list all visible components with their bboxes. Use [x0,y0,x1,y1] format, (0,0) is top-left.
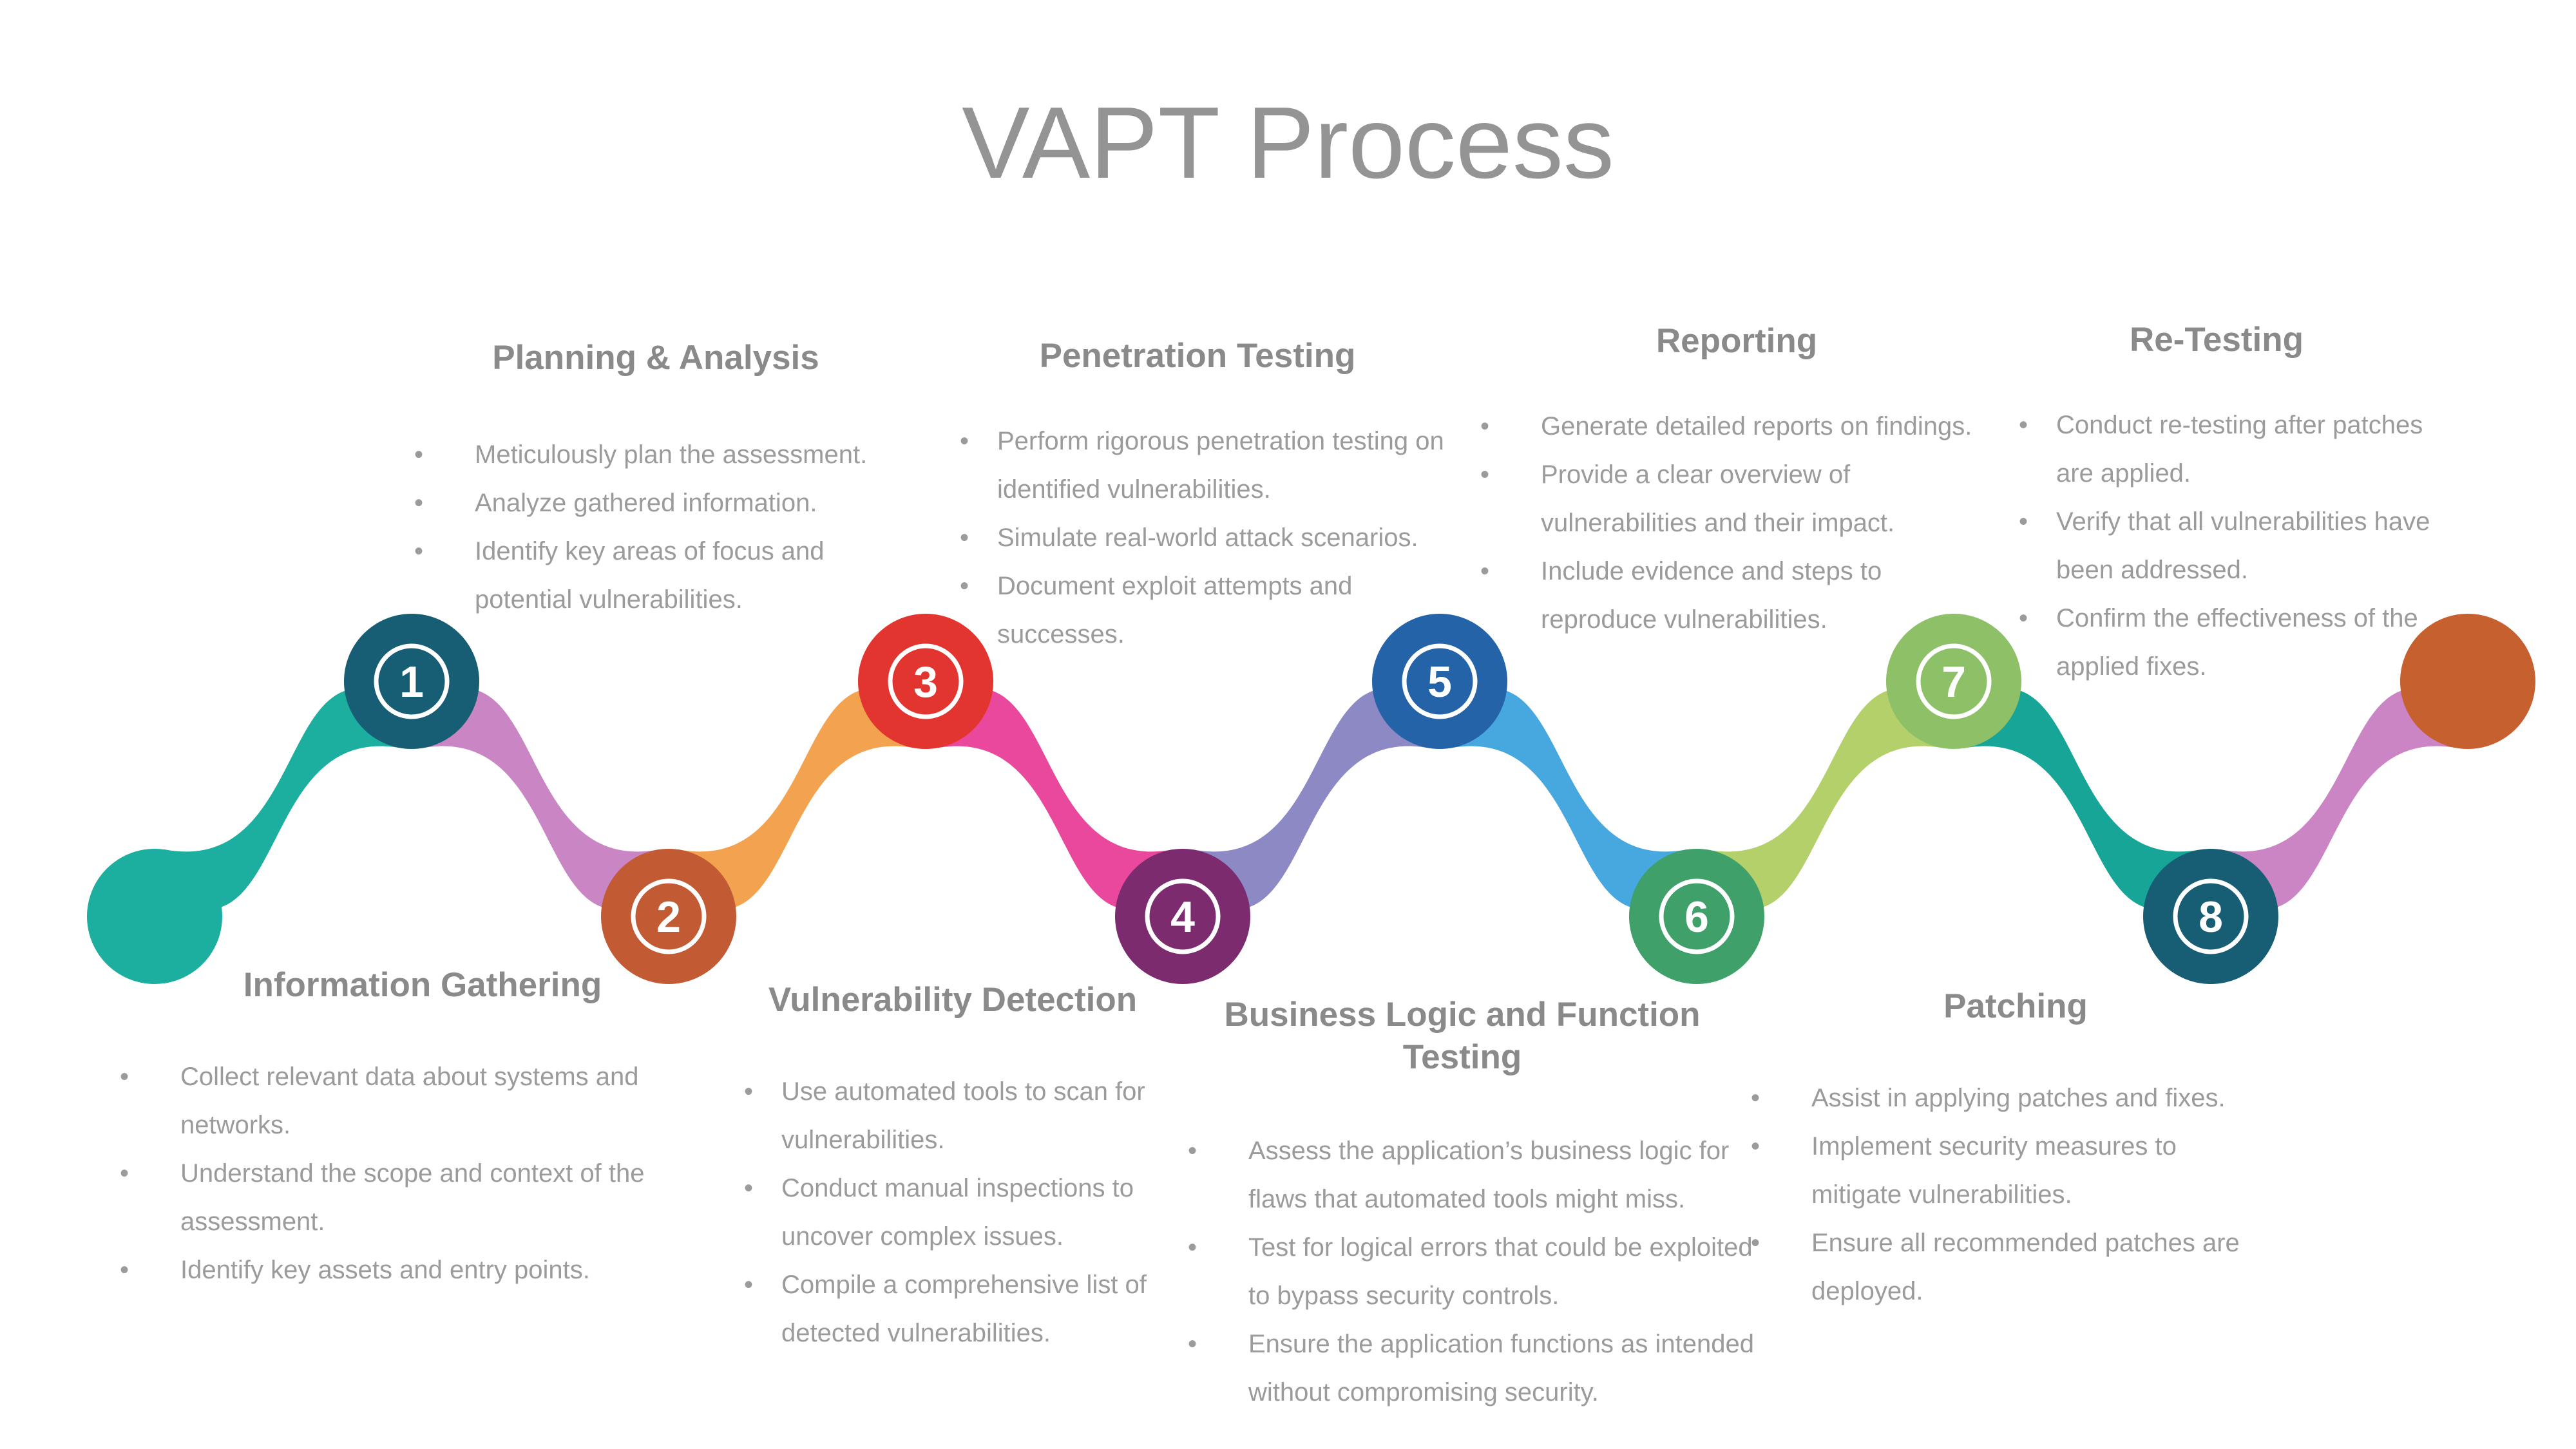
step-circle-7-disc [1886,614,2021,749]
bullet-item: Verify that all vulnerabilities have bee… [2019,498,2436,594]
connector-ribbon-1-2 [421,690,660,907]
bullet-item: Compile a comprehensive list of detected… [744,1261,1194,1358]
bullet-item: Ensure all recommended patches are deplo… [1751,1219,2262,1316]
step-number: 4 [1170,893,1195,942]
bullet-item: Understand the scope and context of the … [120,1150,683,1246]
step-list-penetration-testing: Perform rigorous penetration testing on … [960,417,1461,659]
step-title-vulnerability-detection: Vulnerability Detection [768,981,1138,1019]
step-number: 2 [656,893,681,942]
bullet-item: Simulate real-world attack scenarios. [960,514,1461,562]
bullet-item: Include evidence and steps to reproduce … [1480,547,2005,644]
step-number: 3 [913,658,938,706]
connector-ribbon-8-9 [2220,690,2459,907]
connector-ribbon-6-7 [1706,690,1945,907]
step-list-reporting: Generate detailed reports on findings. P… [1480,402,2005,644]
step-title-business-logic-function-testing: Business Logic and Function Testing [1224,996,1701,1076]
step-title-planning-analysis: Planning & Analysis [492,339,819,377]
bullet-item: Conduct re-testing after patches are app… [2019,401,2436,498]
bullet-item: Provide a clear overview of vulnerabilit… [1480,451,2005,547]
step-number: 5 [1427,658,1452,706]
number-ring-icon [888,643,964,719]
step-circle-2-disc [601,849,736,984]
step-title-reporting: Reporting [1655,322,1818,360]
start-node-disc [87,849,222,984]
page-title: VAPT Process [962,86,1614,200]
bullet-item: Identify key areas of focus and potentia… [414,527,900,624]
step-circle-7: 7 [1886,614,2021,749]
step-circle-4-disc [1115,849,1250,984]
step-title-information-gathering: Information Gathering [243,966,602,1004]
bullet-item: Meticulously plan the assessment. [414,431,900,479]
step-list-planning-analysis: Meticulously plan the assessment. Analyz… [414,431,900,624]
bullet-item: Analyze gathered information. [414,479,900,527]
step-number: 7 [1942,658,1966,706]
step-title-penetration-testing: Penetration Testing [1039,337,1356,375]
step-circle-4: 4 [1115,849,1250,984]
step-list-re-testing: Conduct re-testing after patches are app… [2019,401,2436,691]
bullet-item: Document exploit attempts and successes. [960,562,1461,659]
connector-ribbon-7-8 [1963,690,2202,907]
connector-ribbon-2-3 [678,690,917,907]
start-node [87,849,222,984]
connector-ribbon-3-4 [935,690,1174,907]
step-list-vulnerability-detection: Use automated tools to scan for vulnerab… [744,1068,1194,1358]
step-circle-2: 2 [601,849,736,984]
bullet-item: Use automated tools to scan for vulnerab… [744,1068,1194,1164]
step-title-re-testing: Re-Testing [2130,321,2304,359]
number-ring-icon [631,878,707,954]
step-title-patching: Patching [1943,987,2088,1025]
step-list-patching: Assist in applying patches and fixes. Im… [1751,1074,2262,1316]
bullet-item: Confirm the effectiveness of the applied… [2019,594,2436,691]
bullet-item: Identify key assets and entry points. [120,1246,683,1294]
step-circle-8-disc [2143,849,2278,984]
step-circle-1-disc [344,614,479,749]
bullet-item: Implement security measures to mitigate … [1751,1122,2262,1219]
step-circle-6: 6 [1629,849,1764,984]
number-ring-icon [2173,878,2249,954]
bullet-item: Test for logical errors that could be ex… [1188,1224,1757,1320]
step-list-information-gathering: Collect relevant data about systems and … [120,1053,683,1294]
step-circle-6-disc [1629,849,1764,984]
number-ring-icon [1145,878,1221,954]
step-list-business-logic-function-testing: Assess the application’s business logic … [1188,1127,1757,1417]
connector-ribbon-5-6 [1449,690,1688,907]
bullet-item: Collect relevant data about systems and … [120,1053,683,1150]
step-circle-1: 1 [344,614,479,749]
step-number: 8 [2199,893,2223,942]
bullet-item: Conduct manual inspections to uncover co… [744,1164,1194,1261]
number-ring-icon [1659,878,1735,954]
bullet-item: Perform rigorous penetration testing on … [960,417,1461,514]
step-number: 1 [399,658,424,706]
bullet-item: Generate detailed reports on findings. [1480,402,2005,451]
step-number: 6 [1684,893,1709,942]
connector-ribbon-4-5 [1192,690,1431,907]
bullet-item: Assist in applying patches and fixes. [1751,1074,2262,1122]
connector-ribbon-0-1 [164,690,403,907]
bullet-item: Ensure the application functions as inte… [1188,1320,1757,1417]
bullet-item: Assess the application’s business logic … [1188,1127,1757,1224]
number-ring-icon [1916,643,1992,719]
number-ring-icon [374,643,450,719]
step-circle-8: 8 [2143,849,2278,984]
